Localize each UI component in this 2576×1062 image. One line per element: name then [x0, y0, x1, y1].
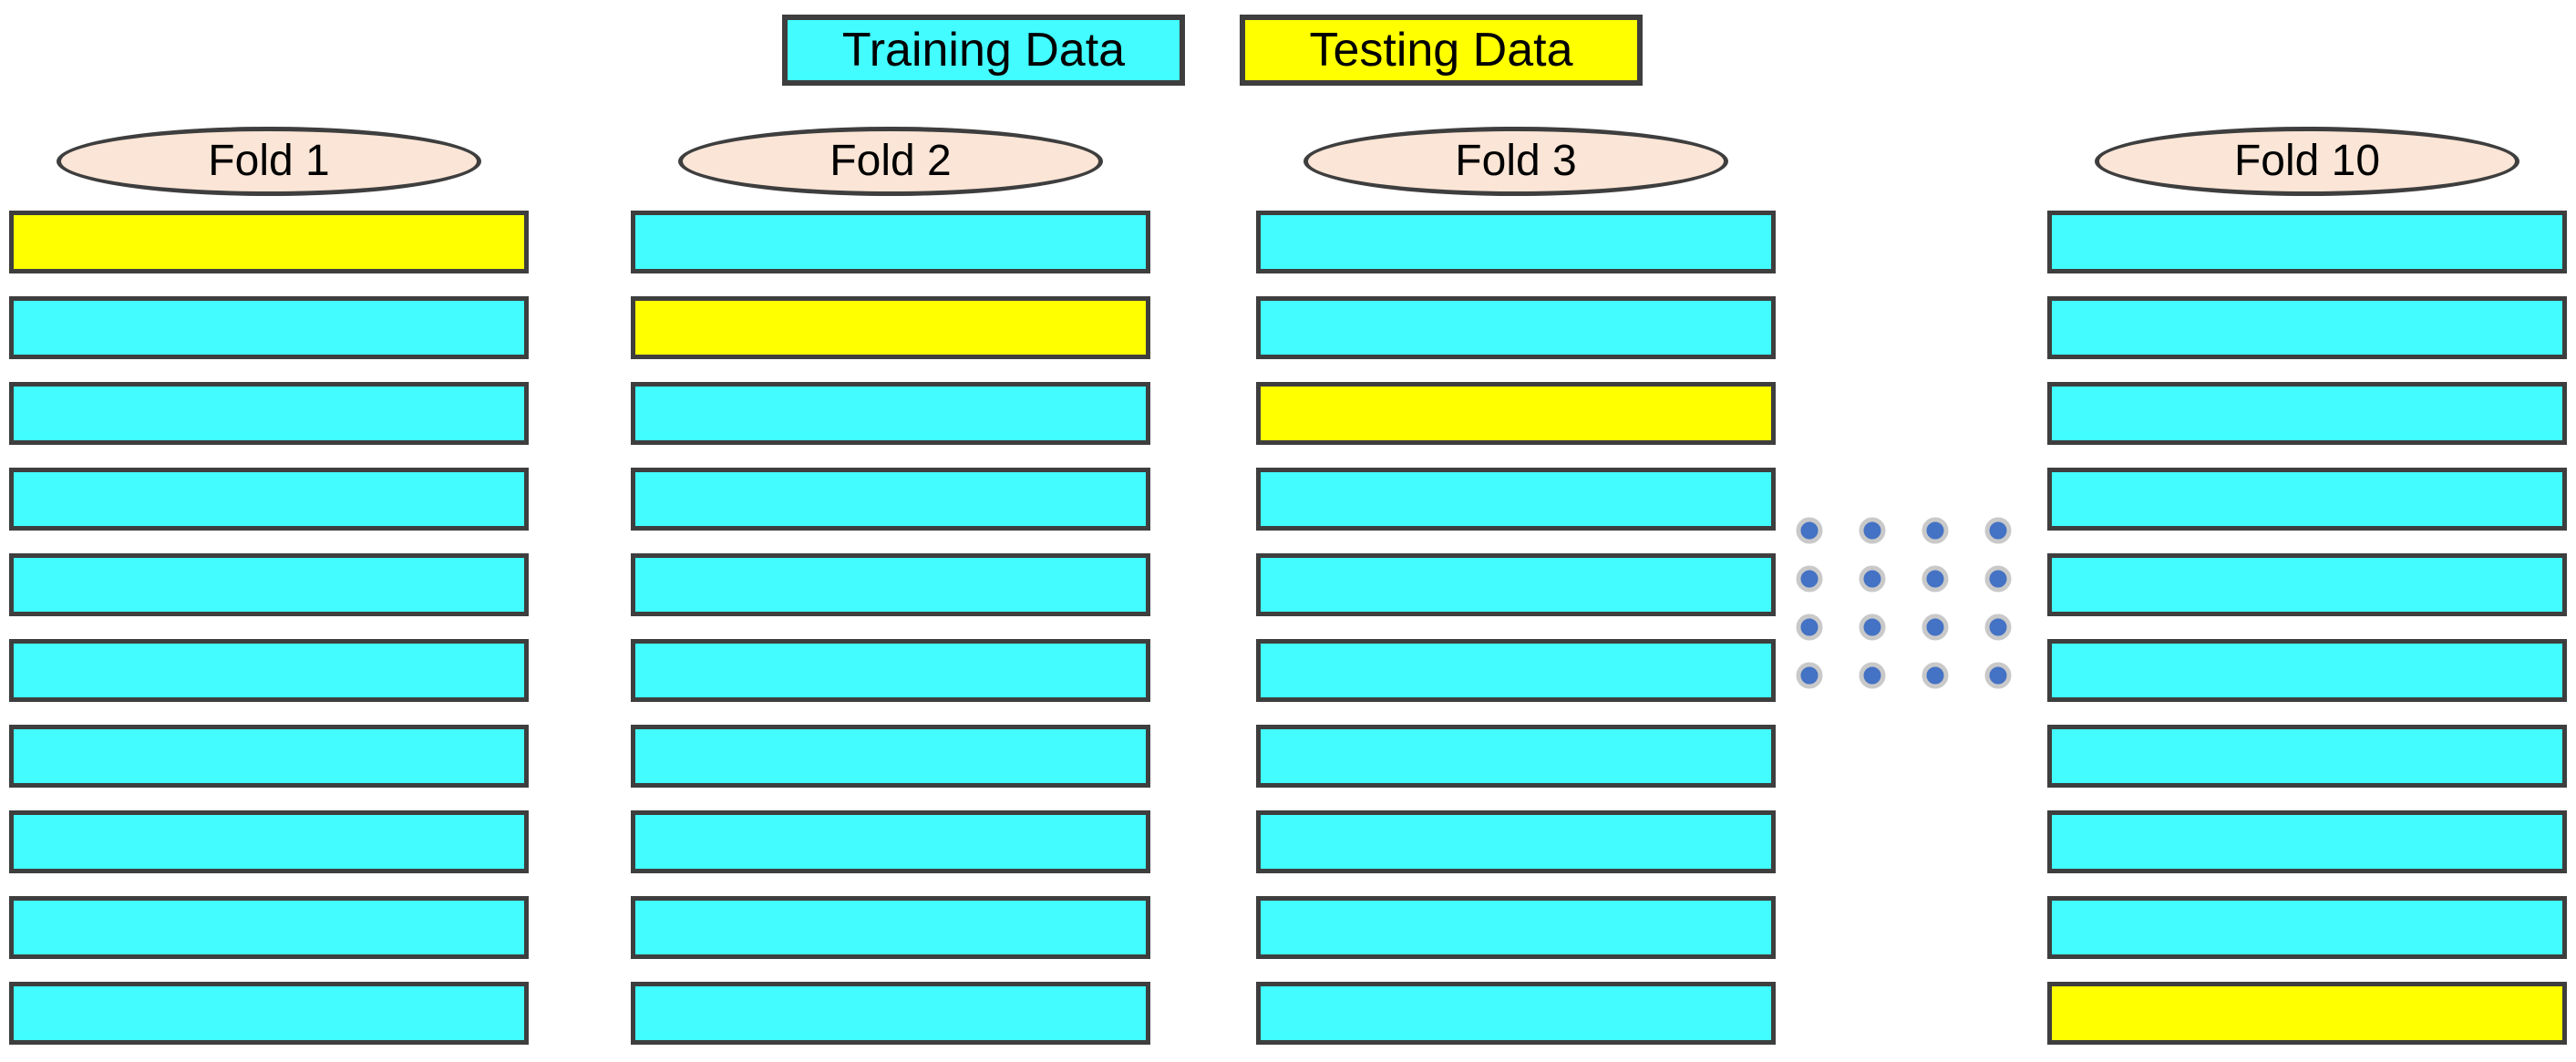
fold-label: Fold 10	[2233, 137, 2381, 185]
ellipsis-dot	[1984, 662, 2012, 689]
training-bar	[2047, 725, 2567, 788]
ellipsis-dot	[1796, 517, 1823, 544]
training-bar	[1256, 982, 1776, 1045]
fold-label: Fold 2	[829, 137, 952, 185]
ellipsis-dot	[1859, 662, 1886, 689]
fold-label-ellipse: Fold 2	[678, 127, 1103, 196]
ellipsis-dot	[1984, 565, 2012, 593]
training-bar	[1256, 896, 1776, 959]
training-bar	[2047, 382, 2567, 445]
fold-label-ellipse: Fold 1	[57, 127, 481, 196]
fold-label-ellipse: Fold 3	[1303, 127, 1728, 196]
training-bar	[9, 553, 529, 616]
testing-bar	[631, 296, 1150, 359]
training-bar	[2047, 810, 2567, 873]
training-bar	[631, 982, 1150, 1045]
fold-label: Fold 1	[208, 137, 330, 185]
training-bar	[631, 382, 1150, 445]
testing-bar	[2047, 982, 2567, 1045]
ellipsis-dot	[1922, 662, 1949, 689]
ellipsis-dot	[1859, 517, 1886, 544]
training-bar	[2047, 468, 2567, 531]
training-bar	[1256, 553, 1776, 616]
training-bar	[2047, 639, 2567, 702]
ellipsis-dot	[1796, 613, 1823, 641]
training-bar	[1256, 810, 1776, 873]
training-bar	[631, 211, 1150, 273]
fold-column-fold-3: Fold 3	[1256, 0, 1776, 1062]
training-bar	[2047, 896, 2567, 959]
training-bar	[9, 382, 529, 445]
training-bar	[1256, 296, 1776, 359]
training-bar	[1256, 468, 1776, 531]
training-bar	[9, 896, 529, 959]
fold-column-fold-1: Fold 1	[9, 0, 529, 1062]
legend-testing-label: Testing Data	[1309, 24, 1573, 77]
legend-testing-swatch: Testing Data	[1240, 15, 1643, 86]
training-bar	[1256, 211, 1776, 273]
legend-training-label: Training Data	[841, 24, 1126, 77]
fold-label-ellipse: Fold 10	[2095, 127, 2519, 196]
training-bar	[9, 982, 529, 1045]
testing-bar	[1256, 382, 1776, 445]
ellipsis-dot	[1984, 517, 2012, 544]
legend-training-swatch: Training Data	[782, 15, 1185, 86]
training-bar	[9, 296, 529, 359]
training-bar	[2047, 553, 2567, 616]
training-bar	[2047, 211, 2567, 273]
fold-column-fold-2: Fold 2	[631, 0, 1150, 1062]
training-bar	[2047, 296, 2567, 359]
training-bar	[9, 468, 529, 531]
training-bar	[631, 810, 1150, 873]
training-bar	[9, 725, 529, 788]
training-bar	[9, 639, 529, 702]
ellipsis-dot	[1859, 613, 1886, 641]
ellipsis-dot	[1796, 662, 1823, 689]
training-bar	[631, 639, 1150, 702]
fold-column-fold-10: Fold 10	[2047, 0, 2567, 1062]
training-bar	[631, 553, 1150, 616]
ellipsis-dot	[1922, 565, 1949, 593]
training-bar	[631, 896, 1150, 959]
training-bar	[1256, 725, 1776, 788]
ellipsis-dot	[1922, 517, 1949, 544]
ellipsis-dot	[1859, 565, 1886, 593]
ellipsis-dot	[1984, 613, 2012, 641]
training-bar	[1256, 639, 1776, 702]
fold-label: Fold 3	[1455, 137, 1577, 185]
ellipsis-dot	[1922, 613, 1949, 641]
ellipsis-dot	[1796, 565, 1823, 593]
training-bar	[631, 468, 1150, 531]
training-bar	[631, 725, 1150, 788]
testing-bar	[9, 211, 529, 273]
training-bar	[9, 810, 529, 873]
